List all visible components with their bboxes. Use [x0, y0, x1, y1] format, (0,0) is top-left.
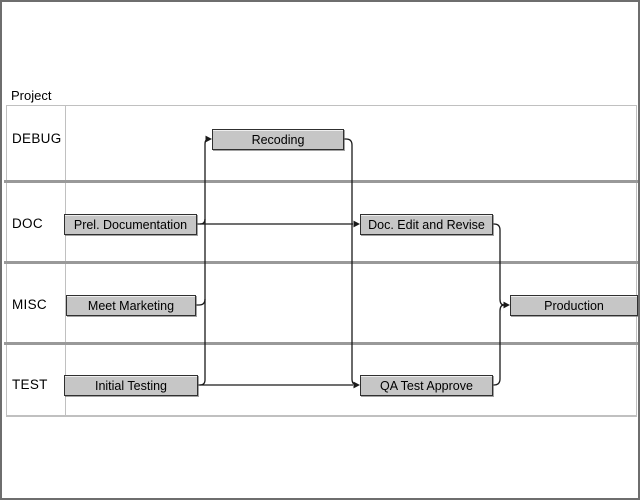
row-label-test: TEST	[12, 377, 48, 392]
task-box-initial-testing[interactable]: Initial Testing	[64, 375, 198, 396]
task-box-recoding[interactable]: Recoding	[212, 129, 344, 150]
row-label-doc: DOC	[12, 216, 43, 231]
row-label-debug: DEBUG	[12, 131, 62, 146]
grid-line-bottom	[6, 415, 637, 417]
edge-prel-doc-branch	[199, 218, 206, 225]
edge-qa-to-production	[491, 304, 505, 386]
row-separator-misc-test	[4, 342, 638, 345]
row-label-misc: MISC	[12, 297, 47, 312]
task-box-prel-documentation[interactable]: Prel. Documentation	[64, 214, 197, 235]
diagram-title: Project	[11, 88, 52, 103]
task-box-meet-marketing[interactable]: Meet Marketing	[66, 295, 196, 316]
row-separator-doc-misc	[4, 261, 638, 264]
row-separator-debug-doc	[4, 180, 638, 183]
row-label-column-divider	[65, 105, 66, 415]
task-box-qa-test-approve[interactable]: QA Test Approve	[360, 375, 493, 396]
task-box-production[interactable]: Production	[510, 295, 638, 316]
task-box-doc-edit-and-revise[interactable]: Doc. Edit and Revise	[360, 214, 493, 235]
grid-line-top	[6, 105, 637, 106]
edge-doc-edit-to-production	[491, 223, 505, 306]
